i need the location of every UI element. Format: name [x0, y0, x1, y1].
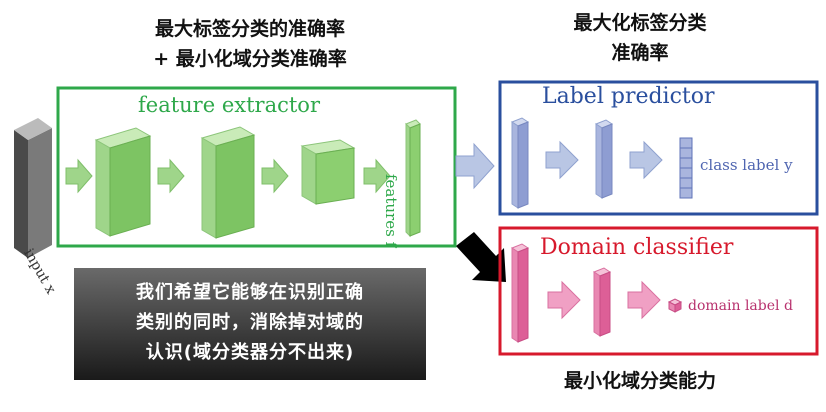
class-label-text: class label y: [700, 156, 793, 174]
arrow-input-to-conv1: [65, 158, 93, 194]
conv-block-2: [200, 126, 256, 239]
domain-label-text: domain label d: [688, 298, 793, 314]
label-layer-2: [594, 119, 614, 199]
feature-vector: [405, 119, 421, 238]
arrow-domain-2-to-output: [627, 280, 661, 320]
label-predictor-box: [498, 80, 819, 216]
top-left-caption-line1: 最大标签分类的准确率: [154, 18, 345, 40]
feature-extractor-label: feature extractor: [138, 93, 320, 117]
bottom-caption: 最小化域分类能力: [563, 370, 716, 392]
arrow-features-to-domain-classifier: [456, 232, 506, 282]
domain-label-cube: [667, 298, 683, 313]
note-line-2: 类别的同时，消除掉对域的: [136, 312, 364, 333]
domain-classifier-box: [498, 226, 819, 356]
note-text: 我们希望它能够在识别正确 类别的同时，消除掉对域的 认识(域分类器分不出来): [74, 278, 426, 368]
note-line-1: 我们希望它能够在识别正确: [136, 282, 364, 303]
arrow-conv3-to-features: [363, 158, 391, 194]
domain-layer-1: [510, 243, 530, 343]
domain-classifier-title: Domain classifier: [540, 235, 734, 260]
domain-layer-2: [592, 267, 612, 337]
arrow-label-1-to-2: [545, 140, 579, 180]
arrow-conv2-to-conv3: [261, 158, 289, 194]
top-right-caption-line2: 准确率: [611, 42, 669, 64]
input-slab: [14, 118, 52, 258]
arrow-conv1-to-conv2: [157, 158, 185, 194]
arrow-domain-1-to-2: [547, 280, 581, 320]
conv-block-1: [94, 127, 152, 237]
note-box: [74, 268, 426, 380]
class-label-vector: [679, 137, 693, 199]
top-left-caption: 最大标签分类的准确率 + 最小化域分类准确率: [100, 14, 400, 74]
note-line-3: 认识(域分类器分不出来): [145, 342, 355, 363]
label-layer-1: [510, 117, 530, 209]
features-label: features f: [382, 174, 400, 248]
conv-block-3: [300, 139, 356, 205]
top-left-caption-line2: + 最小化域分类准确率: [153, 48, 347, 70]
feature-extractor-box: [56, 86, 457, 248]
label-predictor-title: Label predictor: [542, 84, 715, 109]
top-right-caption: 最大化标签分类 准确率: [530, 8, 750, 68]
arrow-features-to-label-predictor: [455, 142, 495, 190]
arrow-label-2-to-output: [629, 140, 663, 180]
top-right-caption-line1: 最大化标签分类: [573, 12, 707, 34]
